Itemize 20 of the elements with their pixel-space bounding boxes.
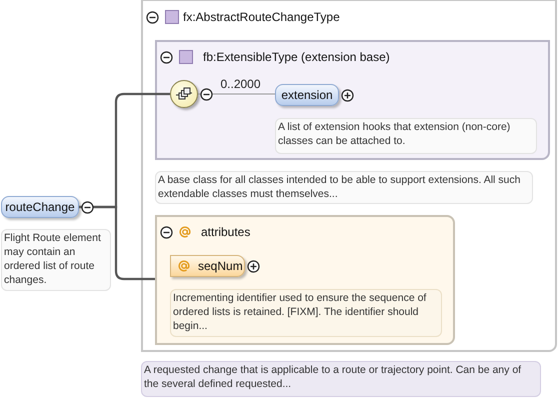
attribute-box	[170, 255, 245, 277]
element-name: routeChange	[5, 199, 75, 216]
connector-line	[79, 206, 155, 280]
element-name: extension	[281, 87, 333, 104]
annotation-note: Flight Route element may contain an ordered list of route changes.	[1, 229, 111, 291]
type-name: fb:ExtensibleType (extension base)	[203, 49, 390, 66]
type-box	[141, 0, 557, 352]
annotation-note: Incrementing identifier used to ensure the sequence of ordered lists is retained. [FIXM]. The identifier should begin...	[170, 289, 442, 337]
attributes-box	[155, 215, 455, 345]
cardinality-label: 0..2000	[220, 76, 261, 93]
base-type-box	[155, 40, 550, 160]
annotation-note: A requested change that is applicable to a route or trajectory point. Can be any of the several defined requested...	[141, 361, 541, 397]
annotation-note: A list of extension hooks that extension (non-core) classes can be attached to.	[275, 118, 537, 154]
element-box	[275, 84, 339, 106]
annotation-note: A base class for all classes intended to be able to support extensions. All such extendable classes must themselves...	[155, 171, 533, 204]
sequence-compositor	[170, 80, 198, 108]
type-name: fx:AbstractRouteChangeType	[183, 9, 340, 26]
element-box	[1, 196, 79, 218]
attribute-name: seqNum	[198, 258, 243, 275]
group-title: attributes	[201, 224, 250, 241]
